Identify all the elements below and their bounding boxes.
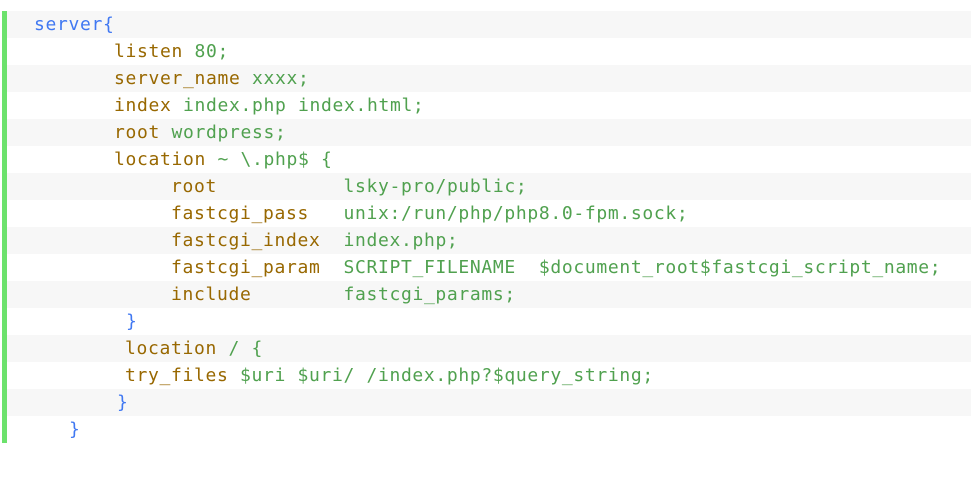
code-line-10: fastcgi_param SCRIPT_FILENAME $document_… [7,254,971,281]
directive-value: xxxx; [240,68,310,89]
code-line-9: fastcgi_index index.php; [7,227,971,254]
directive-fastcgi-index: fastcgi_index [171,230,321,251]
close-brace: } [69,419,81,440]
code-line-1: server{ [7,11,971,38]
code-line-5: root wordpress; [7,119,971,146]
code-line-11: include fastcgi_params; [7,281,971,308]
directive-listen: listen [114,41,183,62]
close-brace: } [126,311,138,332]
code-line-8: fastcgi_pass unix:/run/php/php8.0-fpm.so… [7,200,971,227]
code-line-15: } [7,389,971,416]
code-line-12: } [7,308,971,335]
code-line-14: try_files $uri $uri/ /index.php?$query_s… [7,362,971,389]
directive-root: root [171,176,217,197]
code-block: server{ listen 80; server_name xxxx; ind… [2,11,971,443]
directive-fastcgi-param: fastcgi_param [171,257,321,278]
directive-root: root [114,122,160,143]
directive-value: 80; [182,41,229,62]
directive-value: $uri $uri/ /index.php?$query_string; [228,365,654,386]
directive-value: fastcgi_params; [251,284,516,305]
code-line-6: location ~ \.php$ { [7,146,971,173]
directive-fastcgi-pass: fastcgi_pass [171,203,309,224]
directive-value: / { [216,338,263,359]
directive-value: index.php; [320,230,459,251]
directive-value: unix:/run/php/php8.0-fpm.sock; [308,203,689,224]
directive-value: SCRIPT_FILENAME $document_root$fastcgi_s… [320,257,942,278]
directive-value: wordpress; [160,122,287,143]
code-line-16: } [7,416,971,443]
directive-try-files: try_files [125,365,229,386]
directive-location: location [125,338,217,359]
directive-server-name: server_name [114,68,241,89]
directive-value: ~ \.php$ { [205,149,333,170]
close-brace: } [117,392,129,413]
code-line-3: server_name xxxx; [7,65,971,92]
directive-include: include [171,284,252,305]
code-line-4: index index.php index.html; [7,92,971,119]
directive-location: location [114,149,206,170]
directive-value: index.php index.html; [171,95,425,116]
code-line-13: location / { [7,335,971,362]
directive-value: lsky-pro/public; [217,176,528,197]
code-line-7: root lsky-pro/public; [7,173,971,200]
directive-index: index [114,95,172,116]
keyword-server: server [34,14,103,35]
code-line-2: listen 80; [7,38,971,65]
open-brace: { [102,14,115,35]
